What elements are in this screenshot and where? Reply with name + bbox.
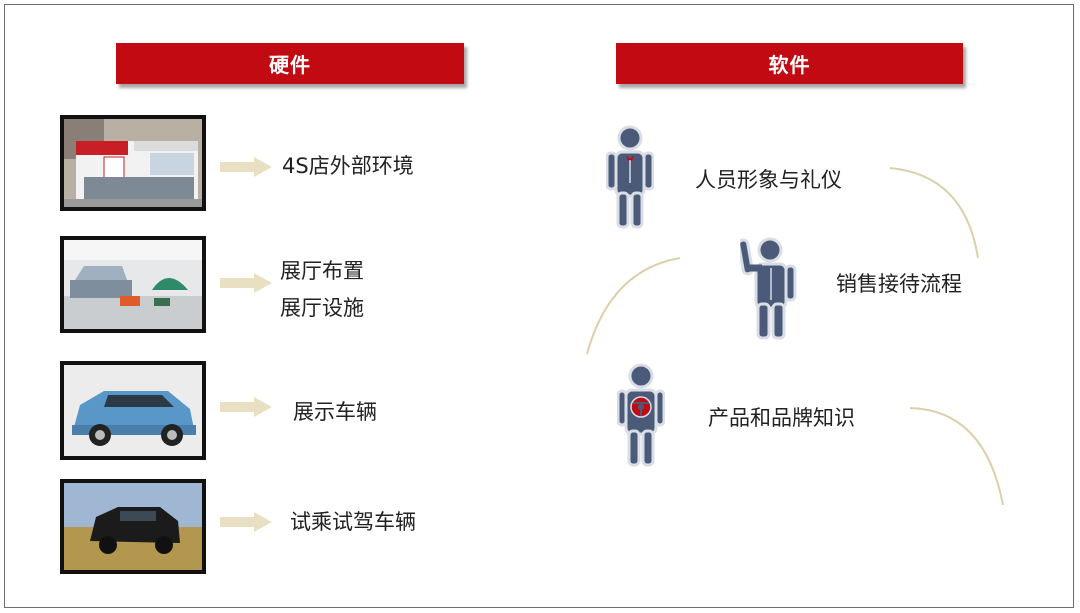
hardware-item-label: 展示车辆	[293, 400, 377, 424]
driver-steering-wheel-icon	[617, 363, 665, 467]
test-drive-vehicle-photo	[60, 479, 206, 574]
software-item-label: 销售接待流程	[836, 272, 962, 296]
software-header: 软件	[616, 43, 963, 84]
businessman-icon	[606, 125, 654, 229]
slide-frame	[4, 4, 1074, 608]
hardware-title: 硬件	[269, 53, 311, 77]
hardware-header: 硬件	[116, 43, 464, 84]
showroom-photo	[60, 236, 206, 333]
software-title: 软件	[768, 53, 811, 77]
software-item-label: 产品和品牌知识	[708, 406, 855, 430]
hardware-item-label: 试乘试驾车辆	[290, 510, 416, 534]
dealership-exterior-photo	[60, 115, 206, 211]
arrow-right-icon	[220, 157, 272, 177]
display-vehicle-photo	[60, 361, 206, 460]
hardware-item-label: 4S店外部环境	[282, 154, 414, 178]
hardware-item-label: 展厅布置	[280, 259, 364, 283]
waving-staff-icon	[740, 237, 797, 340]
arrow-right-icon	[220, 512, 272, 532]
arrow-right-icon	[220, 397, 272, 417]
hardware-item-label-secondary: 展厅设施	[280, 296, 364, 320]
software-item-label: 人员形象与礼仪	[695, 168, 842, 192]
arrow-right-icon	[220, 273, 272, 293]
